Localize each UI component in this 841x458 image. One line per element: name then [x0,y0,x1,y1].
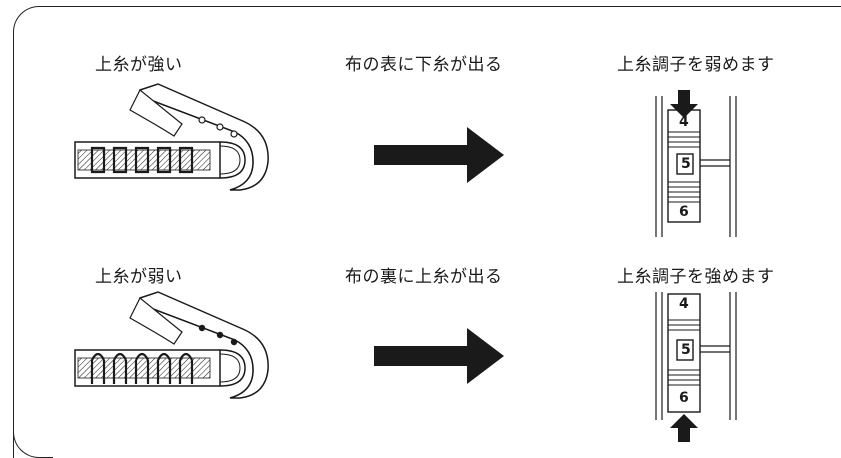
row1-action-label: 上糸調子を弱めます [617,55,775,75]
row1-result-label: 布の表に下糸が出る [345,55,503,75]
tension-dial-decrease [655,90,737,237]
row1-condition-label: 上糸が強い [95,55,183,75]
dial2-number-6: 6 [679,390,690,406]
row2-action-label: 上糸調子を強めます [617,267,775,287]
fabric-stitch-illustration-loose [74,291,269,399]
dial1-number-5: 5 [681,156,692,172]
tension-dial-increase [655,292,737,442]
right-arrow-icon [374,127,504,183]
row2-result-label: 布の裏に上糸が出る [345,267,503,287]
dial2-number-4: 4 [679,296,690,312]
dial1-number-6: 6 [679,204,690,220]
row2-condition-label: 上糸が弱い [95,267,183,287]
right-arrow-icon [374,328,504,384]
rounded-frame [13,6,841,458]
dial1-number-4: 4 [679,114,690,130]
dial2-number-5: 5 [681,342,692,358]
fabric-stitch-illustration-tight [74,83,269,191]
